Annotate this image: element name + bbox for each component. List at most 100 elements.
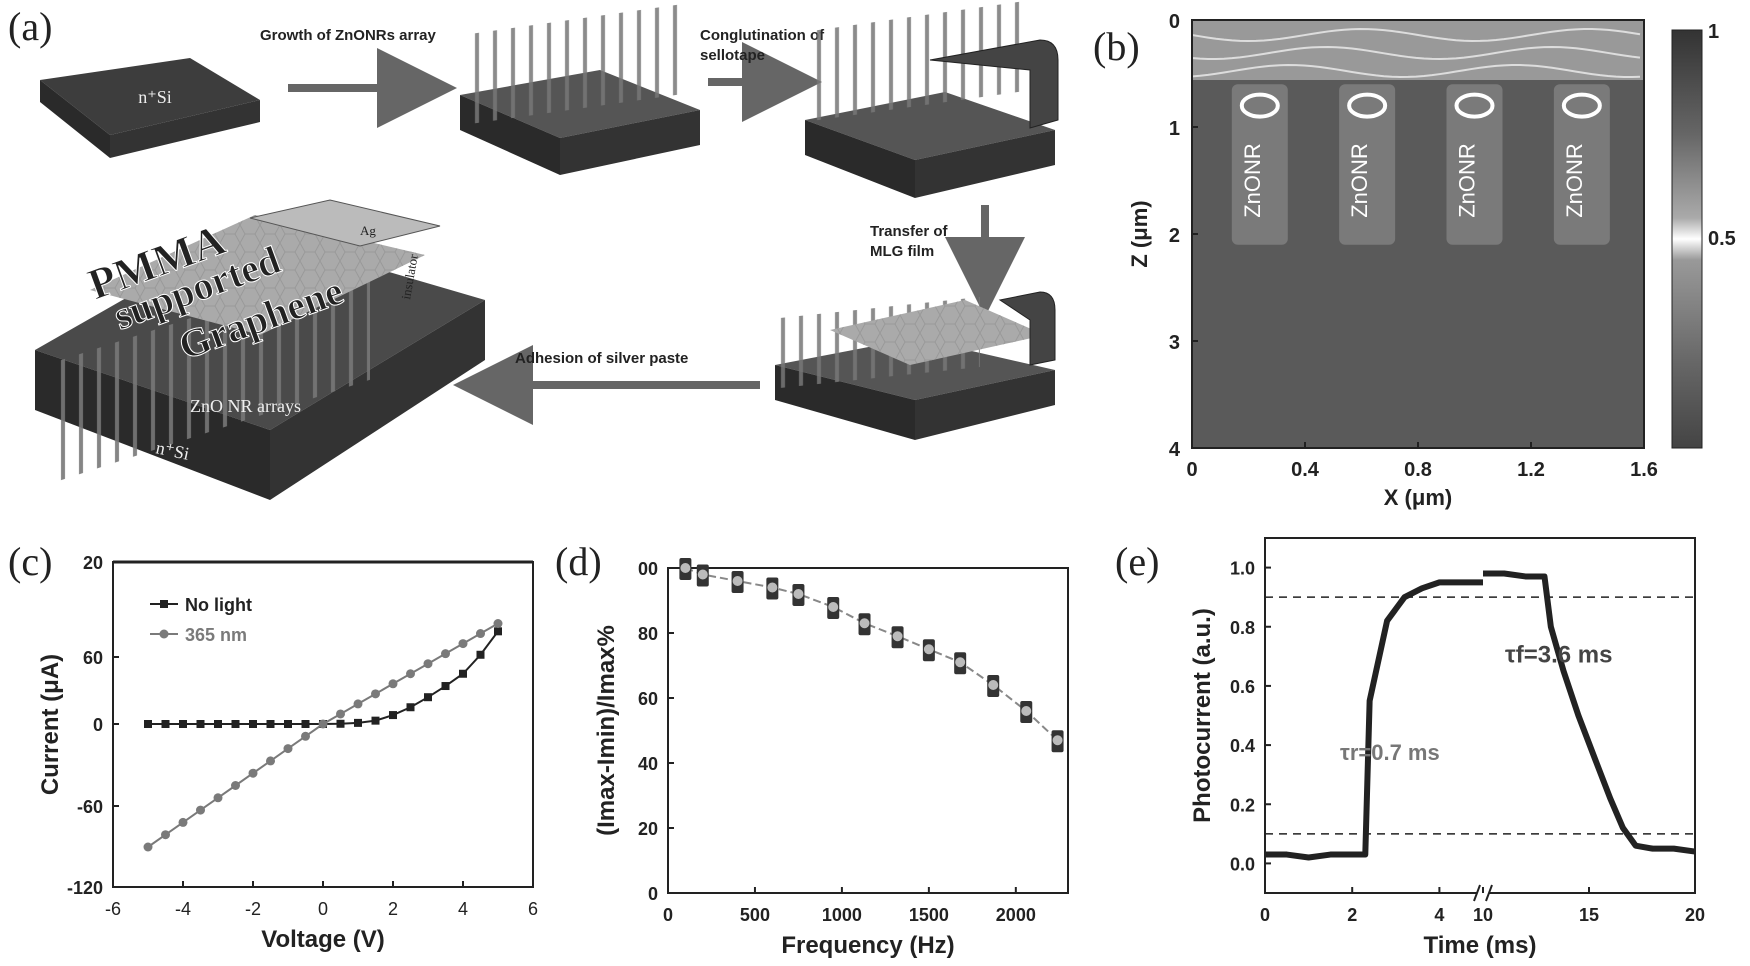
data-point	[196, 720, 205, 728]
data-point	[161, 720, 170, 728]
data-point	[283, 744, 293, 754]
x-tick-label: 10	[1473, 905, 1493, 925]
y-tick-label: 1.0	[1230, 559, 1255, 579]
step-label-growth: Growth of ZnONRs array	[260, 27, 437, 44]
data-point	[476, 650, 485, 659]
panel-b-letter: (b)	[1093, 24, 1140, 69]
panel-e-letter: (e)	[1115, 539, 1159, 584]
data-point-mean	[892, 631, 903, 642]
data-point	[441, 682, 450, 691]
data-point	[389, 711, 397, 720]
graphene-block	[775, 291, 1056, 440]
data-point	[318, 719, 328, 729]
x-tick-label: 15	[1579, 905, 1599, 925]
x-tick-label: 0.8	[1404, 459, 1432, 481]
colorbar-tick-0.5: 0.5	[1708, 228, 1736, 250]
data-point	[336, 709, 345, 719]
x-tick-label: 4	[1434, 905, 1444, 925]
data-point	[336, 719, 345, 728]
heatmap-y-label: Z (μm)	[1127, 200, 1152, 267]
x-tick-label: 0	[1186, 459, 1197, 481]
data-point	[301, 731, 310, 741]
data-point	[301, 720, 310, 728]
y-axis-label: (Imax-Imin)/Imax%	[593, 625, 620, 836]
substrate-label: n⁺Si	[138, 87, 172, 107]
data-point	[161, 830, 170, 840]
y-tick-label: 0	[1169, 11, 1180, 33]
data-point	[459, 669, 467, 678]
rod-label: ZnONR	[1347, 143, 1372, 218]
fall-time-annotation: τf=3.6 ms	[1505, 641, 1612, 668]
x-axis-label: Voltage (V)	[261, 926, 385, 953]
y-tick-label: 60	[83, 648, 103, 668]
data-point-mean	[793, 589, 804, 599]
y-tick-label: 00	[638, 559, 658, 579]
series-line	[148, 630, 499, 725]
x-tick-label: 1500	[909, 905, 949, 925]
data-point	[371, 716, 380, 725]
data-point	[423, 659, 433, 669]
y-tick-label: 1	[1169, 118, 1180, 140]
step-label-adhesion: Adhesion of silver paste	[515, 350, 688, 367]
heatmap-interference	[1191, 28, 1641, 78]
interference-fringe	[1191, 45, 1641, 60]
data-point	[231, 781, 240, 790]
x-tick-label: 4	[458, 899, 468, 919]
panel-a: (a) n⁺Si Growth of ZnONRs array Congluti…	[8, 0, 1059, 500]
y-tick-label: 0.4	[1230, 736, 1255, 756]
y-tick-label: 20	[638, 819, 658, 839]
step-label-conglutination: Conglutination of sellotape	[700, 27, 828, 64]
x-tick-label: -4	[175, 899, 191, 919]
x-axis-label: Time (ms)	[1424, 932, 1537, 959]
nanorod-hotspot	[1239, 92, 1280, 119]
data-point	[178, 817, 188, 827]
legend-label: 365 nm	[185, 625, 247, 645]
y-tick-label: 3	[1169, 332, 1180, 354]
photocurrent-trace	[1483, 570, 1696, 855]
x-tick-label: 2000	[996, 905, 1036, 925]
data-point	[476, 629, 485, 639]
data-point-mean	[955, 657, 966, 668]
data-point-mean	[828, 602, 839, 612]
data-point	[458, 639, 468, 649]
y-tick-label: 40	[638, 754, 658, 774]
colorbar-tick-1: 1	[1708, 21, 1719, 43]
data-point	[249, 720, 257, 728]
x-tick-label: 0.4	[1291, 459, 1320, 481]
plot-frame	[667, 567, 1069, 894]
axis-break-mark	[1473, 884, 1481, 902]
y-tick-label: 0	[648, 884, 658, 904]
data-point	[213, 793, 223, 803]
legend-marker	[159, 629, 169, 639]
data-point	[371, 689, 380, 699]
rod-label: ZnONR	[1562, 143, 1587, 218]
data-point	[144, 720, 152, 728]
x-tick-label: 6	[528, 899, 538, 919]
legend-label: No light	[185, 595, 252, 615]
data-point	[493, 619, 503, 628]
data-point-mean	[697, 569, 708, 580]
y-axis-label: Photocurrent (a.u.)	[1189, 608, 1216, 823]
data-point	[143, 842, 153, 852]
data-point	[196, 805, 205, 815]
x-tick-label: 1000	[822, 905, 862, 925]
trend-line	[685, 567, 1059, 741]
y-tick-label: -120	[67, 878, 103, 898]
y-tick-label: 0	[93, 715, 103, 735]
rise-time-annotation: τr=0.7 ms	[1340, 740, 1440, 765]
axis-break-mark	[1485, 884, 1493, 902]
panel-a-letter: (a)	[8, 4, 52, 49]
data-point	[406, 703, 415, 712]
data-point	[354, 718, 362, 727]
y-tick-label: 60	[638, 689, 658, 709]
data-point	[353, 699, 363, 709]
y-tick-label: 0.0	[1230, 854, 1255, 874]
data-point	[424, 693, 432, 702]
nanorod-block	[460, 3, 700, 175]
data-point	[266, 756, 275, 766]
data-point	[214, 720, 222, 728]
